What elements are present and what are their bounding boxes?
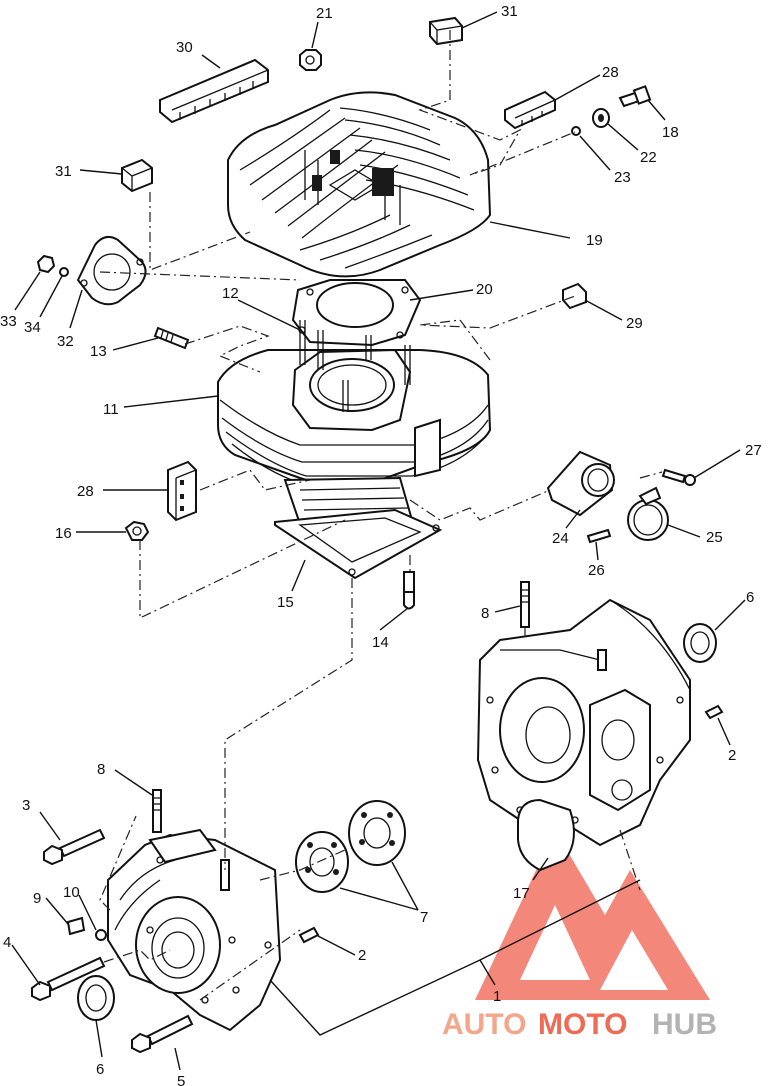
part-30-comb — [159, 58, 269, 124]
callout-28-top: 28 — [602, 64, 619, 81]
left-crankcase-stud — [220, 859, 230, 891]
watermark-text: AUTO MOTO HUB — [442, 1008, 717, 1041]
watermark-logo — [475, 830, 710, 1000]
part-23-washer — [571, 126, 581, 136]
callout-14: 14 — [372, 634, 389, 651]
watermark-auto: AUTO — [442, 1008, 526, 1041]
part-15-base-gasket — [274, 508, 443, 580]
part-6-seal-right — [683, 623, 717, 663]
callout-6-left: 6 — [96, 1061, 104, 1078]
callout-27: 27 — [745, 442, 762, 459]
callout-18: 18 — [662, 124, 679, 141]
part-28-comb-top — [504, 90, 556, 130]
part-7-bearing-small — [295, 831, 349, 893]
callout-4: 4 — [3, 934, 11, 951]
cylinder-head — [227, 91, 492, 278]
right-crankcase — [476, 598, 691, 847]
part-8-stud-right — [520, 581, 530, 628]
part-25-clamp — [627, 486, 669, 541]
part-31-block-left — [121, 158, 153, 193]
callout-2-right: 2 — [728, 747, 736, 764]
part-22-washer — [592, 108, 610, 128]
part-32-exhaust-gasket — [76, 235, 147, 306]
callout-15: 15 — [277, 594, 294, 611]
part-4-bolt — [31, 956, 106, 1002]
callout-8-left: 8 — [97, 761, 105, 778]
part-34-washer — [59, 267, 69, 277]
part-26-screw — [586, 528, 612, 544]
callout-16: 16 — [55, 525, 72, 542]
callout-7: 7 — [420, 909, 428, 926]
callout-25: 25 — [706, 529, 723, 546]
callout-labels: 21 31 30 28 18 22 23 31 19 33 34 32 12 2… — [0, 3, 762, 1086]
callout-5: 5 — [177, 1073, 185, 1086]
callout-13: 13 — [90, 343, 107, 360]
callout-8-right: 8 — [481, 605, 489, 622]
callout-19: 19 — [586, 232, 603, 249]
assembly-lines — [99, 30, 663, 1001]
callout-17: 17 — [513, 885, 530, 902]
part-20-head-gasket — [291, 279, 422, 347]
callout-12: 12 — [222, 285, 239, 302]
callout-10: 10 — [63, 884, 80, 901]
callout-6-right: 6 — [746, 589, 754, 606]
callout-3: 3 — [22, 797, 30, 814]
callout-21: 21 — [316, 5, 333, 22]
callout-22: 22 — [640, 149, 657, 166]
part-10-washer — [95, 929, 107, 941]
callout-2-left: 2 — [358, 947, 366, 964]
part-3-bolt — [43, 828, 106, 866]
watermark-hub: HUB — [652, 1008, 717, 1041]
callout-29: 29 — [626, 315, 643, 332]
part-17-gasket — [517, 798, 575, 872]
part-13-stud — [153, 326, 190, 350]
callout-1: 1 — [493, 988, 501, 1005]
callout-9: 9 — [33, 890, 41, 907]
callout-24: 24 — [552, 530, 569, 547]
part-6-seal-left — [77, 975, 115, 1021]
callout-23: 23 — [614, 169, 631, 186]
part-2-pin-right — [704, 704, 724, 720]
callout-33: 33 — [0, 313, 17, 330]
callout-20: 20 — [476, 281, 493, 298]
part-29-block — [562, 282, 587, 310]
part-24-intake-flange — [546, 450, 615, 517]
left-crankcase — [107, 828, 282, 1032]
callout-31-left: 31 — [55, 163, 72, 180]
part-27-bolt — [661, 468, 696, 486]
part-16-nut — [124, 520, 150, 541]
part-9-bolt — [66, 916, 86, 936]
part-5-bolt — [131, 1014, 194, 1054]
callout-31-top: 31 — [501, 3, 518, 20]
part-18-bolt — [618, 85, 652, 108]
part-33-nut — [36, 254, 56, 274]
part-21-nut — [299, 49, 322, 71]
callout-11: 11 — [103, 401, 119, 418]
cylinder — [217, 348, 492, 526]
callout-28-left: 28 — [77, 483, 94, 500]
part-8-stud-left — [152, 789, 162, 833]
part-7-bearing-large — [348, 800, 406, 866]
watermark-moto: MOTO — [538, 1008, 627, 1041]
callout-26: 26 — [588, 562, 605, 579]
leader-lines — [11, 11, 746, 1071]
cylinder-studs — [299, 320, 411, 412]
part-14-sensor — [403, 571, 415, 610]
part-31-block-top — [429, 16, 463, 46]
callout-34: 34 — [24, 319, 41, 336]
callout-32: 32 — [57, 333, 74, 350]
part-2-pin-left — [298, 926, 320, 944]
part-28-comb-left — [167, 460, 197, 522]
callout-30: 30 — [176, 39, 193, 56]
